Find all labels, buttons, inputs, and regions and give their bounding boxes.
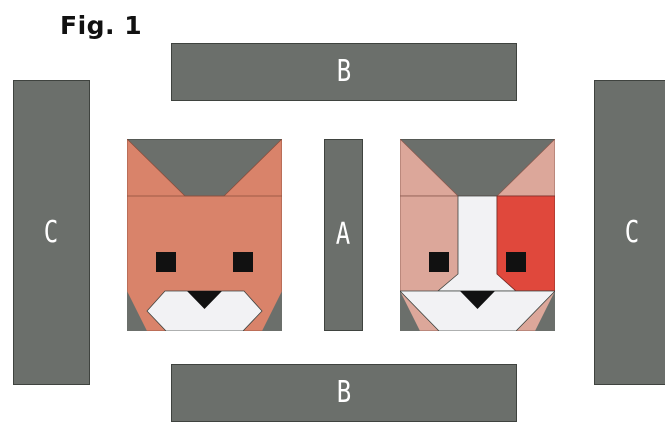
strip-b-bottom-label: B xyxy=(337,378,351,408)
strip-c-left: C xyxy=(13,80,90,385)
cat-patch xyxy=(497,196,555,291)
fox-eye-right xyxy=(233,252,253,272)
strip-b-top-label: B xyxy=(337,57,351,87)
cat-block xyxy=(400,139,555,331)
fox-block xyxy=(127,139,282,331)
strip-c-left-label: C xyxy=(44,218,58,248)
strip-a-label: A xyxy=(336,220,350,250)
fox-block-drawing xyxy=(127,139,282,331)
cat-block-drawing xyxy=(400,139,555,331)
strip-c-right: C xyxy=(594,80,665,385)
strip-b-top: B xyxy=(171,43,517,101)
fox-eye-left xyxy=(156,252,176,272)
strip-c-right-label: C xyxy=(625,218,639,248)
cat-eye-right xyxy=(506,252,526,272)
strip-b-bottom: B xyxy=(171,364,517,422)
figure-title: Fig. 1 xyxy=(60,10,142,42)
cat-eye-left xyxy=(429,252,449,272)
strip-a: A xyxy=(324,139,363,331)
